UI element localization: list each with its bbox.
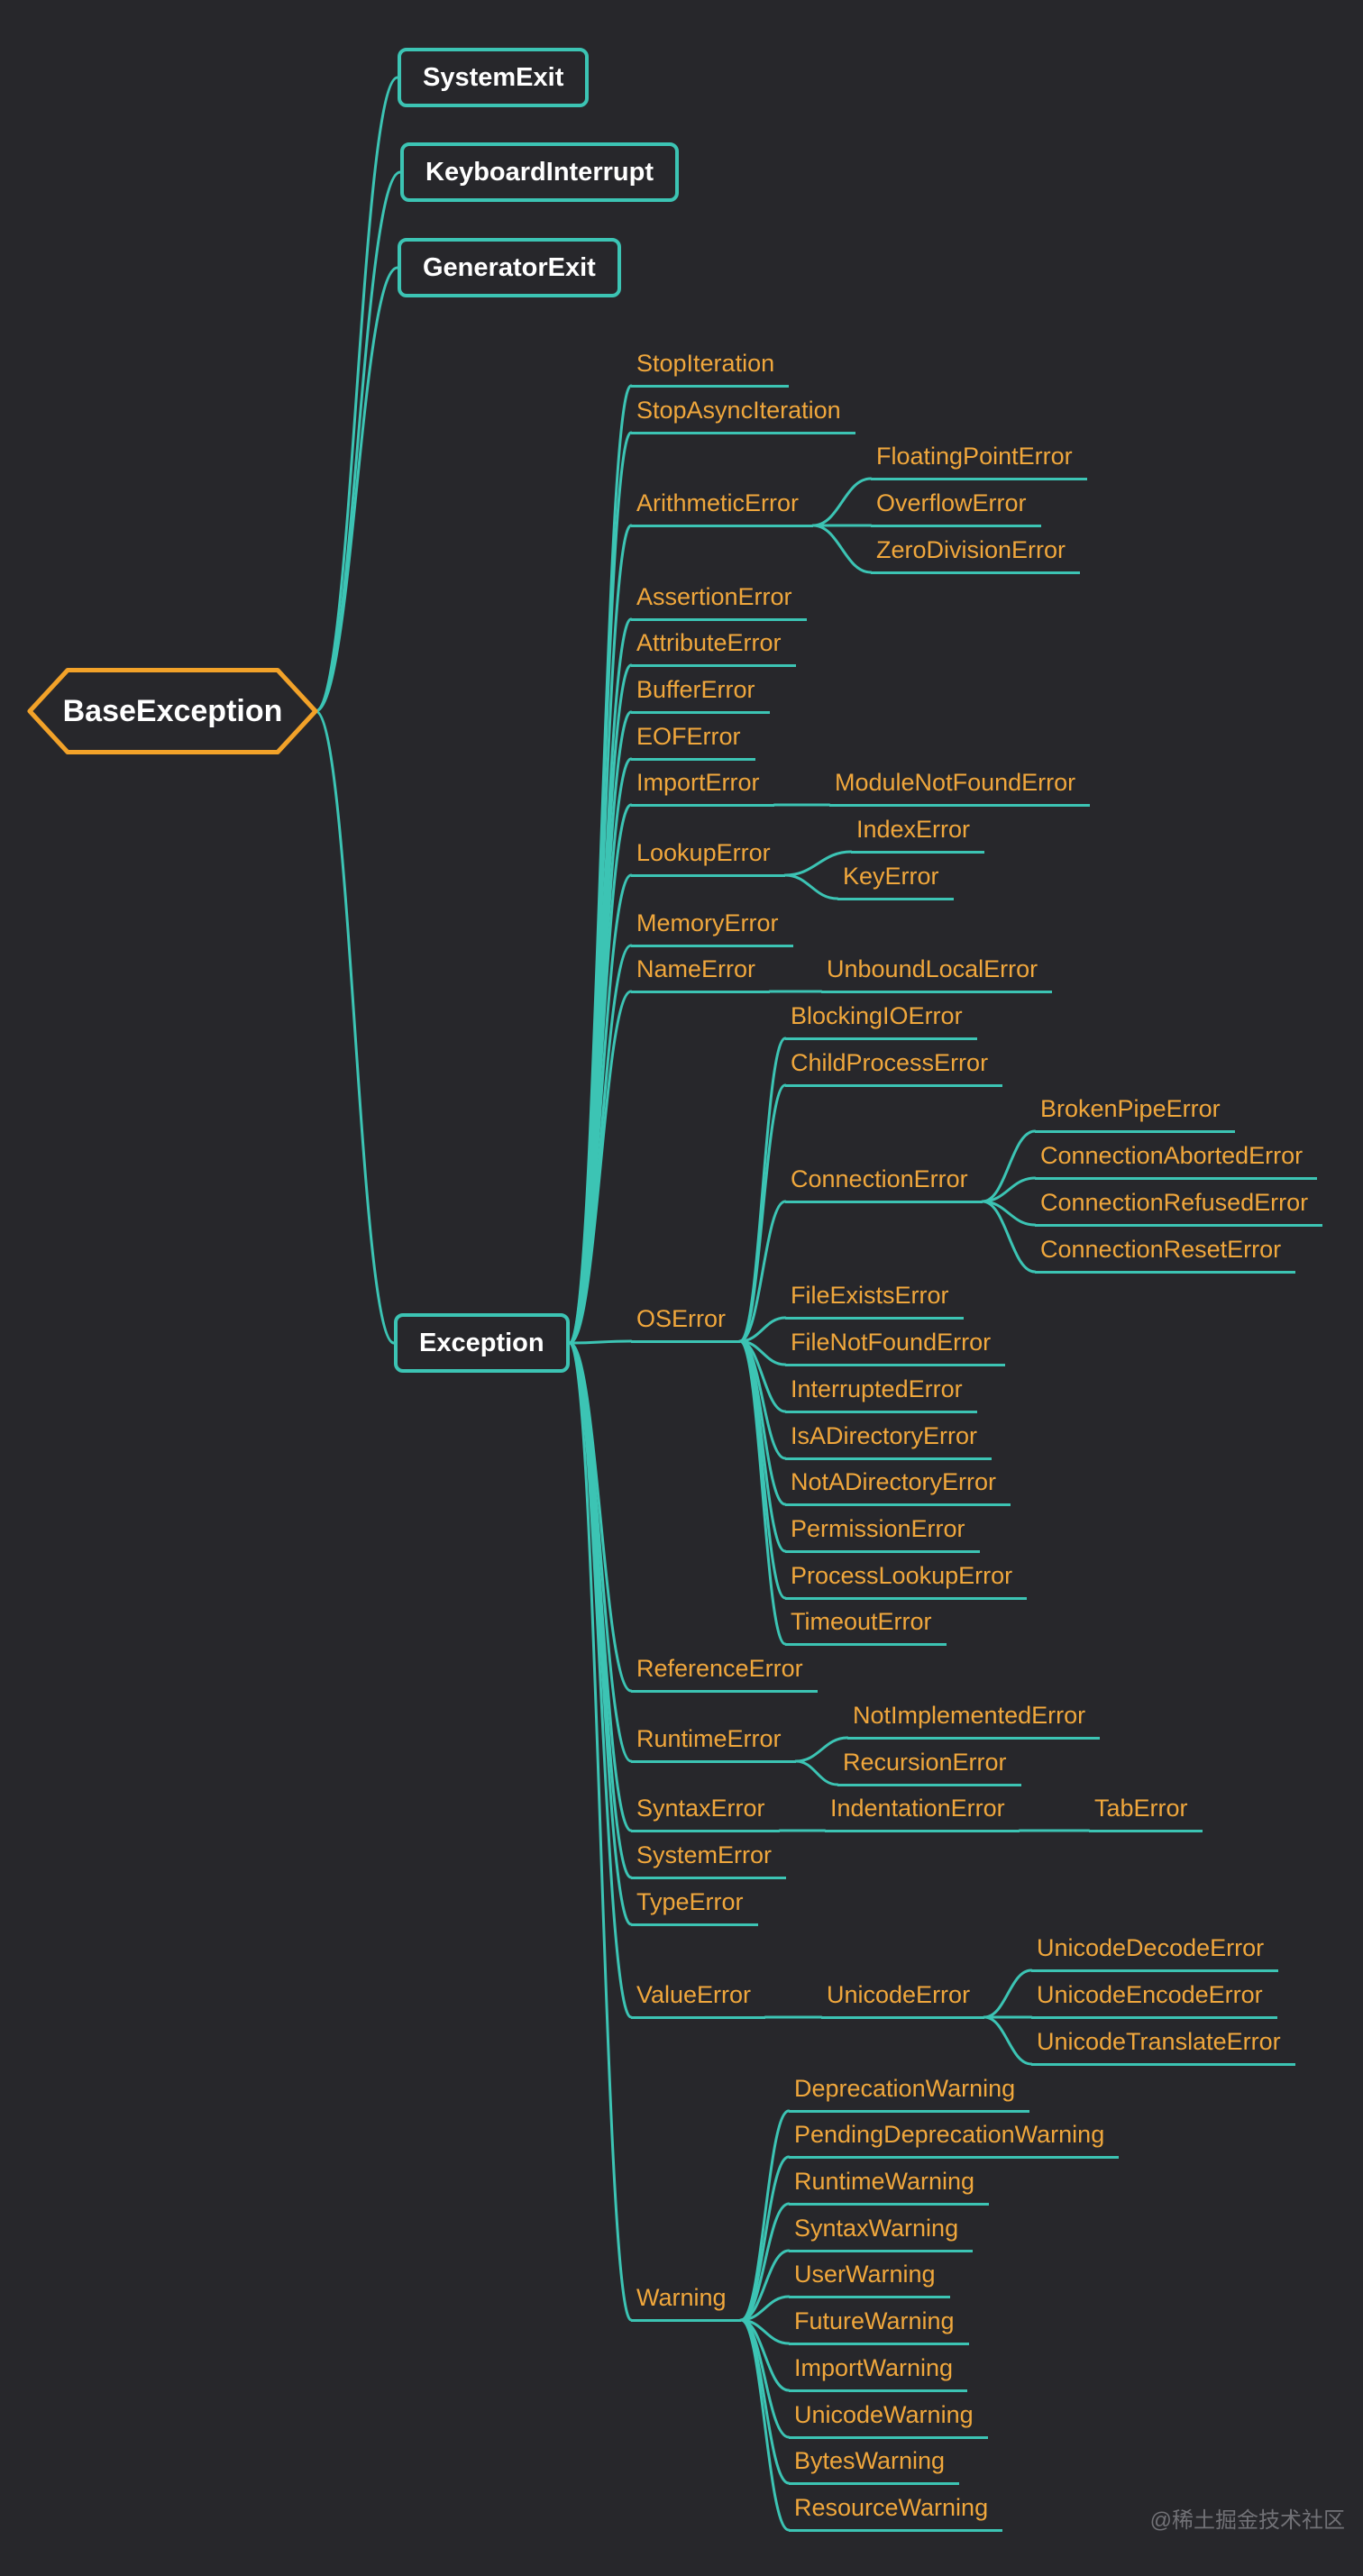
node-connectionabortederror[interactable]: ConnectionAbortedError: [1035, 1139, 1318, 1180]
node-unicodeerror[interactable]: UnicodeError: [821, 1978, 985, 2019]
node-keyerror[interactable]: KeyError: [837, 860, 954, 900]
node-recursionerror[interactable]: RecursionError: [837, 1746, 1021, 1786]
node-syntaxerror[interactable]: SyntaxError: [631, 1792, 780, 1832]
node-fileexistserror[interactable]: FileExistsError: [785, 1279, 964, 1320]
edge-lookuperror-keyerror: [783, 873, 839, 900]
node-brokenpipeerror[interactable]: BrokenPipeError: [1035, 1092, 1235, 1133]
node-processlookuperror[interactable]: ProcessLookupError: [785, 1559, 1028, 1600]
node-baseexception[interactable]: BaseException: [62, 693, 283, 728]
edge-baseexception-generatorexit: [314, 266, 399, 713]
node-runtimewarning[interactable]: RuntimeWarning: [789, 2165, 990, 2206]
node-unicodedecodeerror[interactable]: UnicodeDecodeError: [1031, 1932, 1279, 1972]
node-assertionerror[interactable]: AssertionError: [631, 580, 807, 621]
node-exception[interactable]: Exception: [394, 1313, 570, 1373]
node-arithmeticerror[interactable]: ArithmeticError: [631, 487, 814, 527]
edge-unicodeerror-unicodetranslateerror: [983, 2015, 1033, 2066]
node-keyboardinterrupt[interactable]: KeyboardInterrupt: [400, 142, 679, 202]
node-runtimeerror[interactable]: RuntimeError: [631, 1722, 796, 1763]
node-oserror[interactable]: OSError: [631, 1302, 741, 1343]
node-referenceerror[interactable]: ReferenceError: [631, 1652, 818, 1693]
edge-arithmeticerror-floatingpointerror: [811, 477, 873, 527]
node-interruptederror[interactable]: InterruptedError: [785, 1373, 977, 1413]
edge-lookuperror-indexerror: [783, 850, 853, 877]
hexagon-shape: [27, 668, 318, 754]
node-attributeerror[interactable]: AttributeError: [631, 626, 796, 667]
node-connectionerror[interactable]: ConnectionError: [785, 1163, 983, 1203]
node-unicodetranslateerror[interactable]: UnicodeTranslateError: [1031, 2025, 1295, 2066]
node-systemexit[interactable]: SystemExit: [398, 48, 590, 107]
node-zerodivisionerror[interactable]: ZeroDivisionError: [871, 534, 1081, 574]
node-stopiteration[interactable]: StopIteration: [631, 347, 790, 388]
node-nameerror[interactable]: NameError: [631, 953, 771, 993]
node-deprecationwarning[interactable]: DeprecationWarning: [789, 2072, 1030, 2113]
node-modulenotfounderror[interactable]: ModuleNotFoundError: [829, 766, 1091, 807]
node-byteswarning[interactable]: BytesWarning: [789, 2444, 960, 2485]
node-importerror[interactable]: ImportError: [631, 766, 774, 807]
node-importwarning[interactable]: ImportWarning: [789, 2352, 968, 2392]
edge-exception-warning: [568, 1341, 633, 2322]
node-typeerror[interactable]: TypeError: [631, 1886, 758, 1926]
edge-oserror-connectionerror: [738, 1200, 787, 1343]
node-lookuperror[interactable]: LookupError: [631, 836, 785, 877]
node-blockingioerror[interactable]: BlockingIOError: [785, 1000, 977, 1040]
node-unicodeencodeerror[interactable]: UnicodeEncodeError: [1031, 1978, 1277, 2019]
node-generatorexit[interactable]: GeneratorExit: [398, 238, 621, 297]
node-resourcewarning[interactable]: ResourceWarning: [789, 2491, 1003, 2532]
node-connectionreseterror[interactable]: ConnectionResetError: [1035, 1233, 1296, 1274]
node-childprocesserror[interactable]: ChildProcessError: [785, 1046, 1003, 1087]
node-futurewarning[interactable]: FutureWarning: [789, 2305, 969, 2345]
node-floatingpointerror[interactable]: FloatingPointError: [871, 440, 1087, 480]
node-stopasynciteration[interactable]: StopAsyncIteration: [631, 394, 855, 434]
node-memoryerror[interactable]: MemoryError: [631, 907, 793, 947]
edge-exception-valueerror: [568, 1341, 633, 2019]
node-valueerror[interactable]: ValueError: [631, 1978, 766, 2019]
edge-warning-runtimewarning: [739, 2202, 791, 2322]
edge-arithmeticerror-zerodivisionerror: [811, 524, 873, 574]
edge-connectionerror-brokenpipeerror: [981, 1129, 1037, 1203]
node-connectionrefusederror[interactable]: ConnectionRefusedError: [1035, 1186, 1323, 1227]
node-overflowerror[interactable]: OverflowError: [871, 487, 1041, 527]
edge-runtimeerror-notimplementederror: [794, 1736, 849, 1763]
node-pendingdeprecationwarning[interactable]: PendingDeprecationWarning: [789, 2118, 1120, 2159]
edge-baseexception-exception: [314, 709, 396, 1345]
node-indexerror[interactable]: IndexError: [851, 813, 985, 854]
node-timeouterror[interactable]: TimeoutError: [785, 1605, 947, 1646]
node-userwarning[interactable]: UserWarning: [789, 2258, 950, 2298]
node-permissionerror[interactable]: PermissionError: [785, 1512, 980, 1553]
node-filenotfounderror[interactable]: FileNotFoundError: [785, 1326, 1006, 1366]
node-unicodewarning[interactable]: UnicodeWarning: [789, 2398, 988, 2439]
edge-baseexception-systemexit: [314, 76, 399, 713]
node-warning[interactable]: Warning: [631, 2281, 741, 2322]
edge-oserror-timeouterror: [738, 1339, 787, 1646]
node-taberror[interactable]: TabError: [1089, 1792, 1203, 1832]
edge-connectionerror-connectionreseterror: [981, 1200, 1037, 1274]
edge-exception-nameerror: [568, 990, 633, 1345]
node-notimplementederror[interactable]: NotImplementedError: [847, 1699, 1101, 1740]
watermark: @稀土掘金技术社区: [1149, 2508, 1345, 2533]
edge-oserror-childprocesserror: [738, 1083, 787, 1343]
edge-runtimeerror-recursionerror: [794, 1759, 839, 1786]
node-notadirectoryerror[interactable]: NotADirectoryError: [785, 1466, 1011, 1506]
node-unboundlocalerror[interactable]: UnboundLocalError: [821, 953, 1053, 993]
edge-warning-syntaxwarning: [739, 2249, 791, 2322]
node-isadirectoryerror[interactable]: IsADirectoryError: [785, 1420, 993, 1460]
node-buffererror[interactable]: BufferError: [631, 673, 770, 714]
node-eoferror[interactable]: EOFError: [631, 720, 755, 761]
edge-warning-resourcewarning: [739, 2318, 791, 2532]
edge-exception-oserror: [568, 1339, 633, 1345]
node-syntaxwarning[interactable]: SyntaxWarning: [789, 2212, 974, 2252]
node-systemerror[interactable]: SystemError: [631, 1839, 787, 1879]
node-indentationerror[interactable]: IndentationError: [825, 1792, 1020, 1832]
